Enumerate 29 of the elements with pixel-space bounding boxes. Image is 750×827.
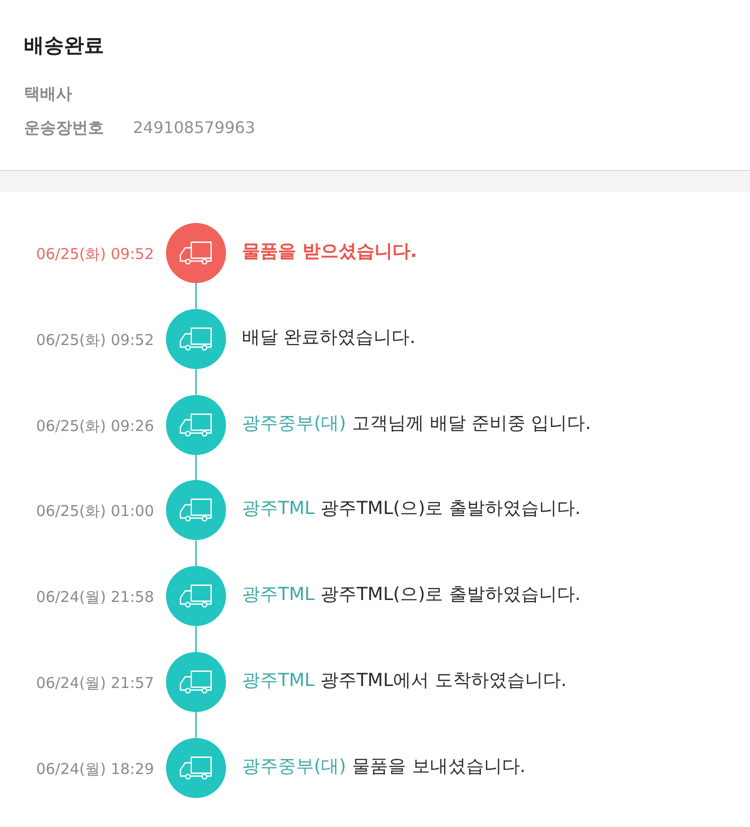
status-message: 광주TML에서 도착하였습니다.: [320, 669, 567, 693]
tracking-number: 249108579963: [133, 117, 256, 139]
connector-line: [195, 368, 197, 395]
connector-line: [195, 712, 197, 738]
status-message: 광주TML(으)로 출발하였습니다.: [320, 497, 581, 522]
status-message: 고객님께 배달 준비중 입니다.: [352, 412, 591, 436]
location-label: 광주중부(대): [242, 412, 346, 436]
timestamp: 06/25(화) 01:00: [36, 501, 154, 522]
field-label: 운송장번호: [24, 117, 104, 139]
location-label: 광주중부(대): [242, 754, 346, 779]
connector-line: [195, 540, 197, 566]
field-label: 택배사: [24, 83, 72, 105]
timestamp: 06/25(화) 09:26: [36, 416, 154, 437]
timestamp: 06/24(월) 21:58: [36, 587, 154, 608]
timestamp: 06/25(화) 09:52: [36, 244, 154, 265]
timestamp: 06/24(월) 18:29: [36, 758, 154, 780]
timestamp: 06/25(화) 09:52: [36, 330, 154, 351]
status-message: 배달 완료하였습니다.: [242, 326, 416, 350]
location-label: 광주TML: [242, 583, 315, 608]
status-message: 물품을 받으셨습니다.: [242, 240, 418, 264]
location-label: 광주TML: [242, 669, 315, 693]
connector-line: [195, 626, 197, 652]
timestamp: 06/24(월) 21:57: [36, 673, 154, 694]
status-message: 물품을 보내셨습니다.: [352, 754, 526, 779]
location-label: 광주TML: [242, 497, 315, 522]
page-title: 배송완료: [24, 32, 104, 59]
status-message: 광주TML(으)로 출발하였습니다.: [320, 583, 581, 608]
connector-line: [195, 454, 197, 480]
connector-line: [195, 283, 197, 309]
